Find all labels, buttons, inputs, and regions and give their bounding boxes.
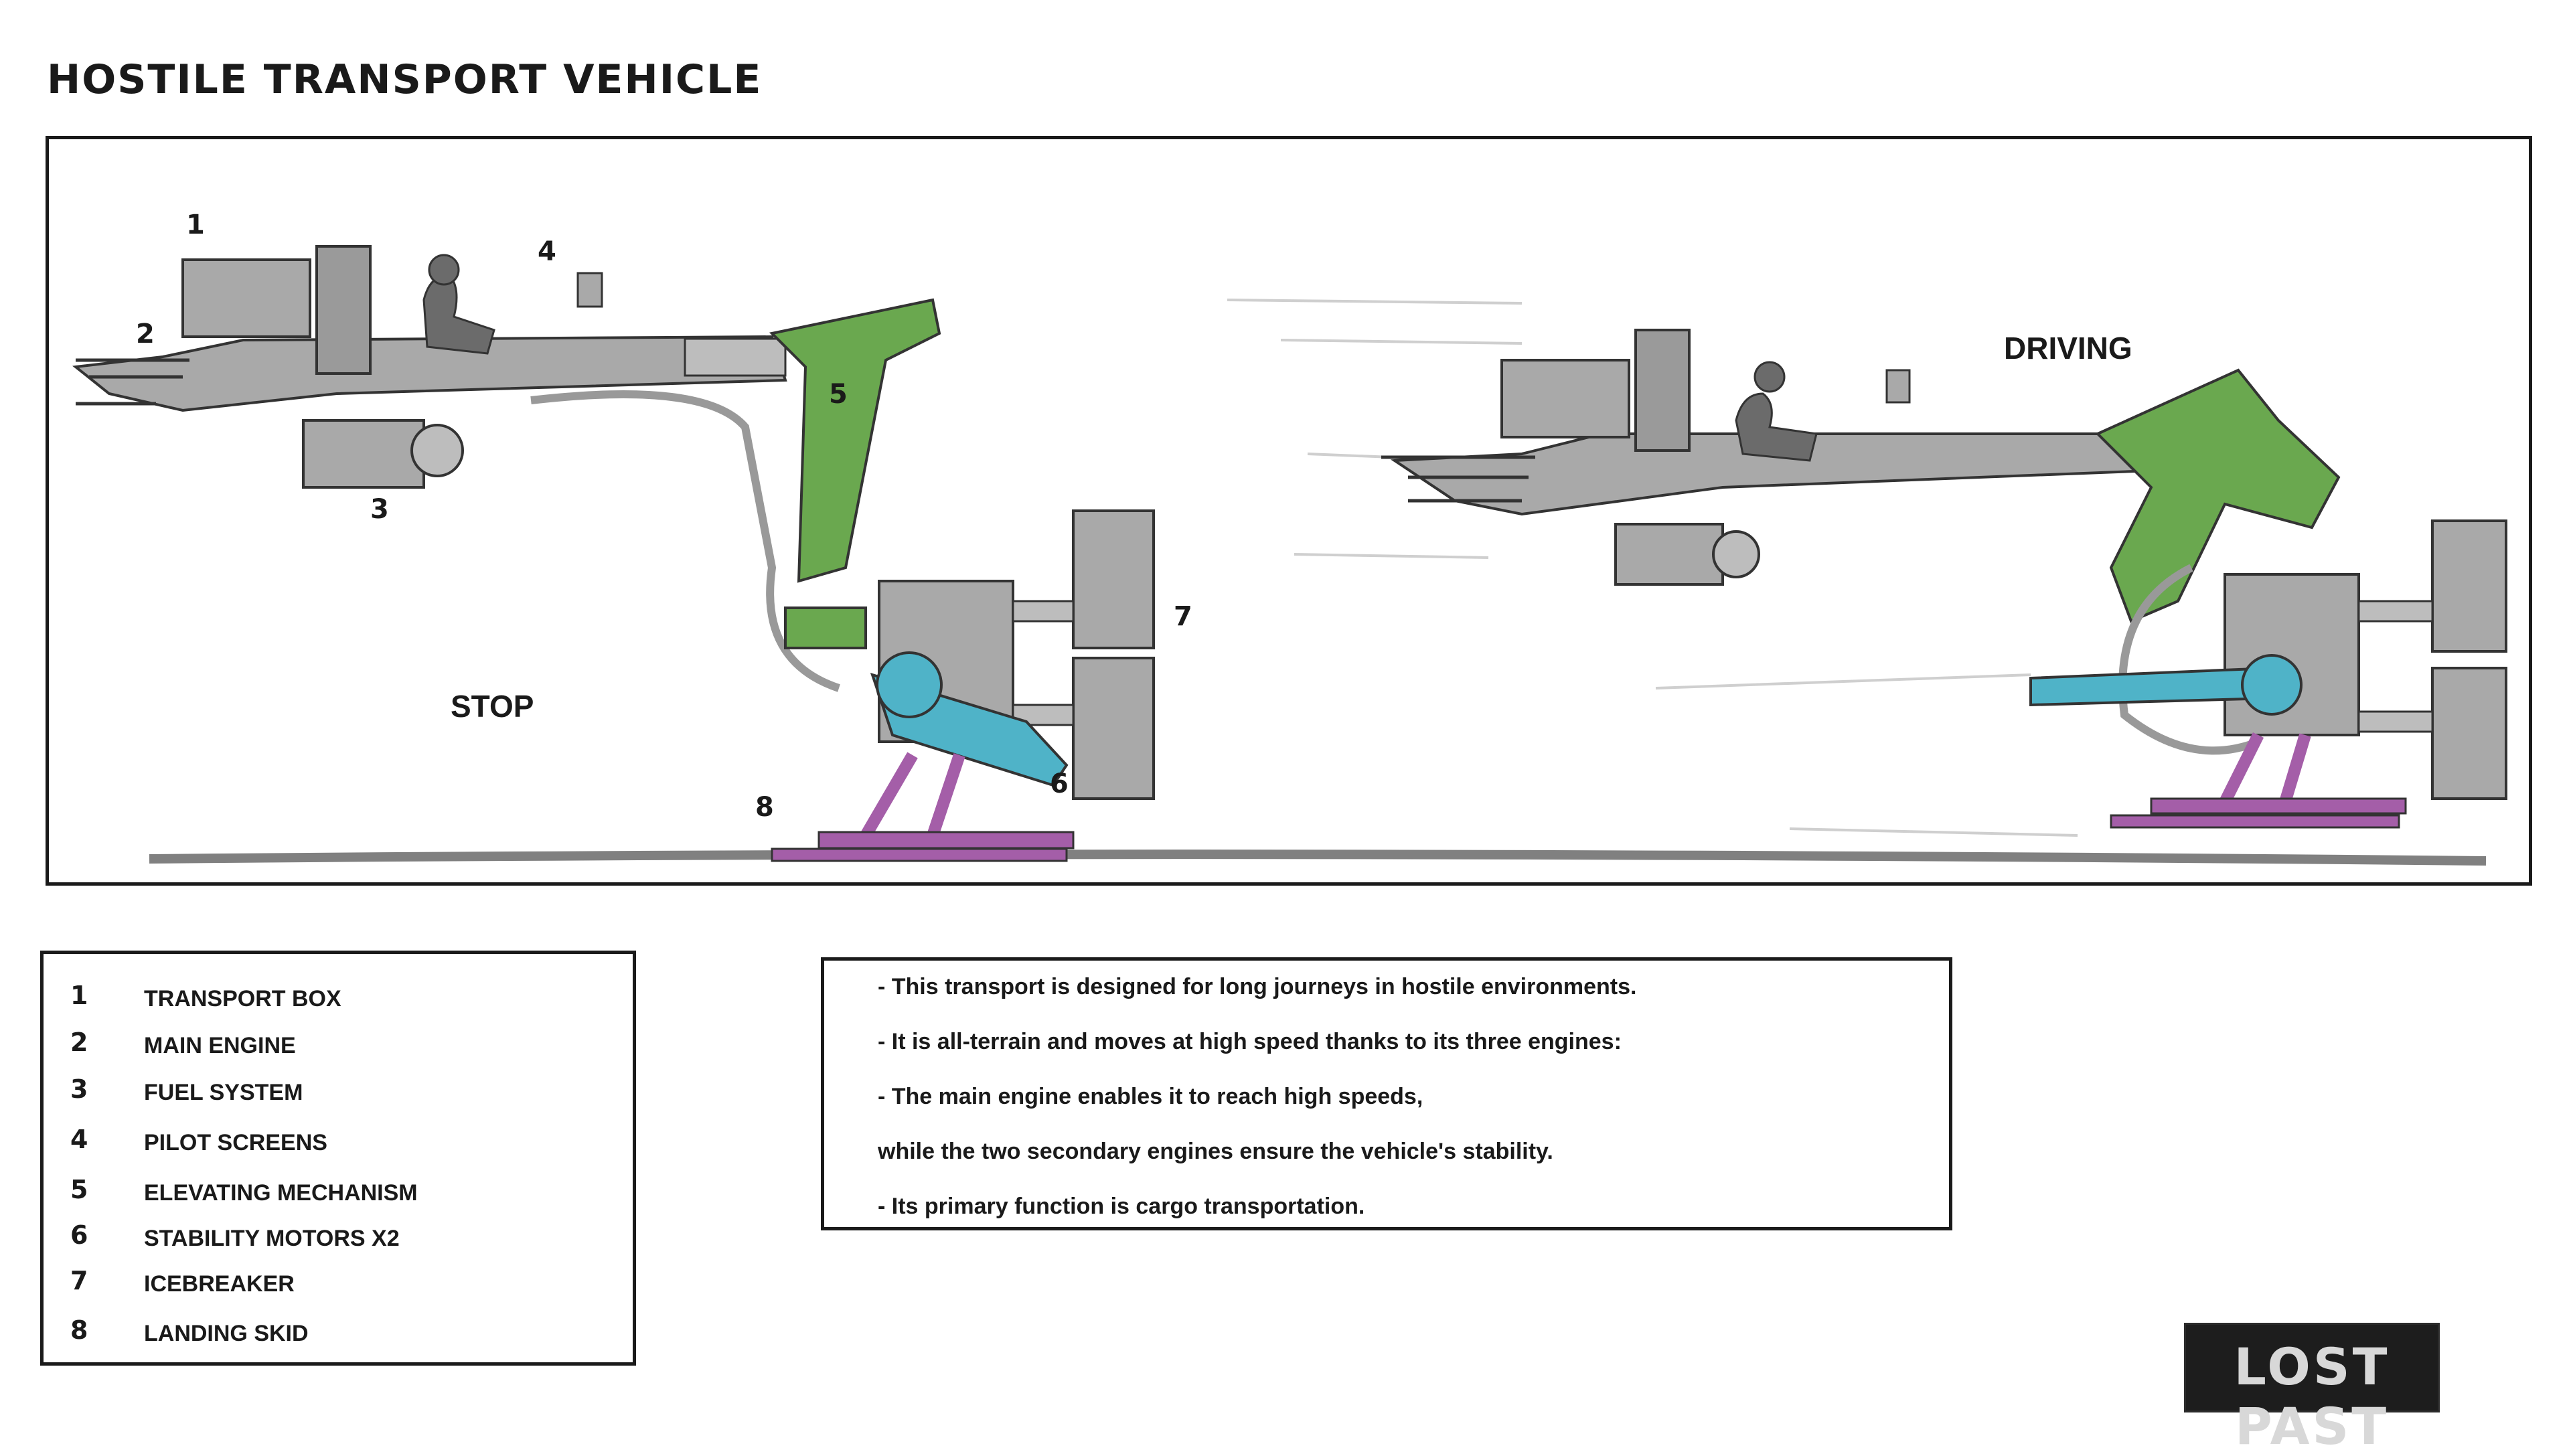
legend-label: STABILITY MOTORS X2 [144,1226,400,1251]
vehicle-illustration [72,245,2507,866]
callout-1: 1 [186,210,205,240]
legend-label: LANDING SKID [144,1321,309,1346]
legend-number: 3 [70,1074,88,1104]
ground-line [149,850,2487,866]
pilot-stop [422,274,495,355]
legend-item: 4 PILOT SCREENS [44,1125,633,1165]
callout-7: 7 [1174,601,1192,632]
vehicle-stop [72,245,1155,862]
transport-box-driving [1500,359,1630,438]
landing-skid-driving [2150,797,2407,815]
pilot-driving [1735,392,1818,462]
note-line: while the two secondary engines ensure t… [878,1139,1553,1164]
landing-skid-stop-struts [860,752,965,839]
legend-item: 6 STABILITY MOTORS X2 [44,1220,633,1261]
state-label-stop: STOP [451,689,534,724]
note-line: - The main engine enables it to reach hi… [878,1084,1423,1109]
legend-item: 3 FUEL SYSTEM [44,1074,633,1115]
callout-4: 4 [538,236,556,267]
callout-8: 8 [755,792,774,823]
legend-label: MAIN ENGINE [144,1033,296,1058]
icebreaker-driving-upper [2431,519,2507,653]
callout-5: 5 [829,379,848,410]
fuel-system-driving [1614,523,1724,586]
legend-item: 1 TRANSPORT BOX [44,981,633,1021]
brand-logo: LOST PAST [2184,1323,2440,1456]
legend-label: FUEL SYSTEM [144,1080,303,1105]
icebreaker-driving-lower [2431,667,2507,800]
elevating-mechanism-stop [769,298,941,583]
note-line: - Its primary function is cargo transpor… [878,1194,1365,1219]
landing-skid-stop [817,831,1075,850]
notes-box: - This transport is designed for long jo… [821,957,1952,1230]
legend-item: 7 ICEBREAKER [44,1266,633,1306]
legend-number: 2 [70,1028,88,1057]
legend-number: 6 [70,1220,88,1250]
pilot-screens-driving [1885,369,1911,404]
legend-item: 2 MAIN ENGINE [44,1028,633,1068]
legend-item: 5 ELEVATING MECHANISM [44,1175,633,1215]
legend-box: 1 TRANSPORT BOX 2 MAIN ENGINE 3 FUEL SYS… [40,951,636,1366]
legend-label: PILOT SCREENS [144,1130,327,1155]
pilot-screens-stop [576,272,603,308]
legend-number: 7 [70,1266,88,1295]
icebreaker-stop-upper [1072,509,1155,649]
legend-number: 8 [70,1315,88,1345]
callout-3: 3 [370,494,389,525]
legend-number: 4 [70,1125,88,1154]
legend-number: 5 [70,1175,88,1204]
vehicle-driving [1227,299,2507,837]
callout-2: 2 [136,319,155,349]
state-label-driving: DRIVING [2004,331,2132,366]
brand-logo-text: LOST PAST [2234,1337,2390,1456]
legend-label: TRANSPORT BOX [144,986,341,1012]
stability-motor-driving [2029,666,2273,707]
note-line: - This transport is designed for long jo… [878,974,1637,999]
main-engine-stop [72,335,787,412]
page-title: HOSTILE TRANSPORT VEHICLE [47,56,763,103]
legend-label: ELEVATING MECHANISM [144,1180,418,1206]
vehicle-diagram-frame: STOP DRIVING 1 2 3 4 5 6 7 8 [46,136,2532,886]
icebreaker-stop-lower [1072,657,1155,800]
legend-number: 1 [70,981,88,1010]
elevating-mechanism-driving [2095,368,2341,623]
legend-item: 8 LANDING SKID [44,1315,633,1356]
legend-label: ICEBREAKER [144,1271,295,1297]
callout-6: 6 [1050,769,1069,799]
transport-box-stop [181,258,311,338]
fuel-system-stop [302,419,425,489]
note-line: - It is all-terrain and moves at high sp… [878,1029,1622,1054]
